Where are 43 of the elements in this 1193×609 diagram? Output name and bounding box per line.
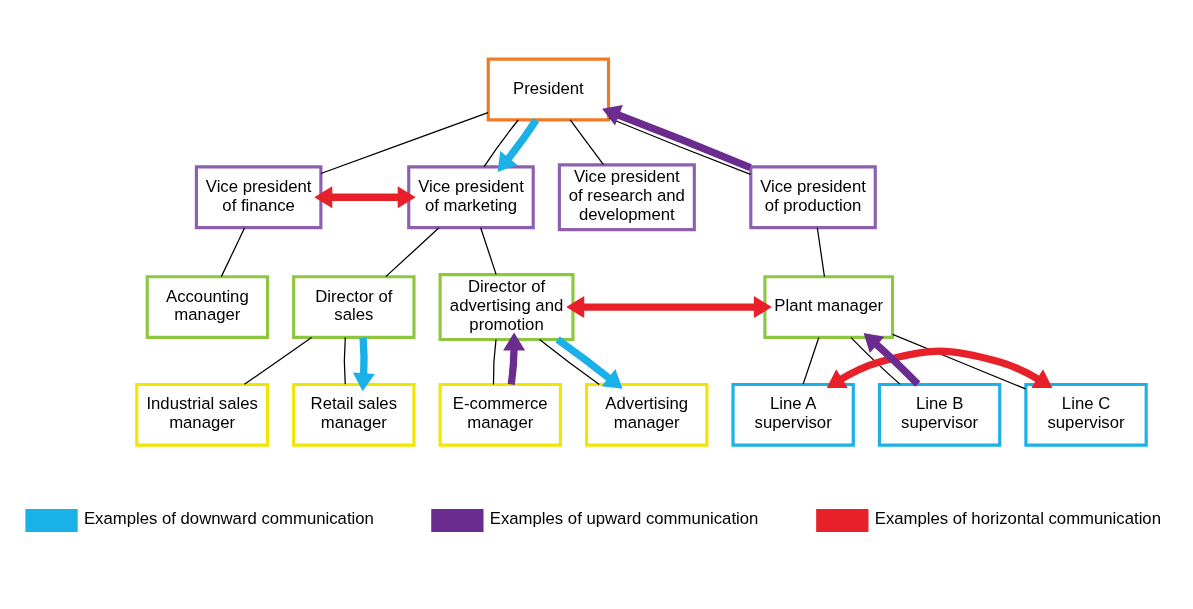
connector: [320, 111, 489, 174]
connector: [385, 226, 440, 277]
connector: [343, 336, 346, 385]
node-box: President: [486, 57, 611, 121]
arrow: [503, 332, 526, 385]
connector: [480, 226, 497, 275]
connector: [892, 333, 1027, 390]
node-box: Line B supervisor: [877, 382, 1002, 447]
node-box: Industrial sales manager: [135, 382, 270, 447]
node-box: Retail sales manager: [292, 382, 416, 447]
connector: [816, 226, 826, 277]
node-box: Director of advertising and promotion: [438, 272, 575, 341]
arrow: [352, 336, 375, 391]
legend-label: Examples of upward communication: [489, 508, 759, 528]
arrow: [602, 104, 752, 171]
node-box: Plant manager: [763, 274, 895, 339]
node-box: Line C supervisor: [1024, 382, 1148, 447]
node-box: Vice president of marketing: [407, 164, 535, 229]
arrow: [314, 185, 416, 208]
node-box: Vice president of production: [749, 164, 877, 229]
connector: [243, 336, 313, 385]
connector: [802, 336, 820, 385]
node-box: Advertising manager: [585, 382, 709, 447]
arrow: [566, 295, 772, 318]
node-box: Vice president of finance: [194, 164, 323, 229]
legend-label: Examples of horizontal communication: [874, 508, 1161, 528]
arrow: [555, 336, 623, 389]
connector: [220, 226, 246, 277]
node-box: E-commerce manager: [438, 382, 562, 447]
node-box: Director of sales: [292, 274, 416, 339]
legend-label: Examples of downward communication: [83, 508, 374, 528]
connector: [608, 116, 752, 175]
connector: [492, 338, 497, 385]
arrow: [497, 117, 540, 172]
connector: [569, 118, 605, 165]
arrow: [863, 332, 921, 387]
connector: [850, 336, 901, 385]
connector: [538, 338, 600, 385]
node-box: Vice president of research and development: [557, 162, 696, 231]
connector: [483, 118, 519, 167]
node-box: Line A supervisor: [731, 382, 855, 447]
node-box: Accounting manager: [145, 274, 270, 339]
arrow: [826, 347, 1053, 388]
